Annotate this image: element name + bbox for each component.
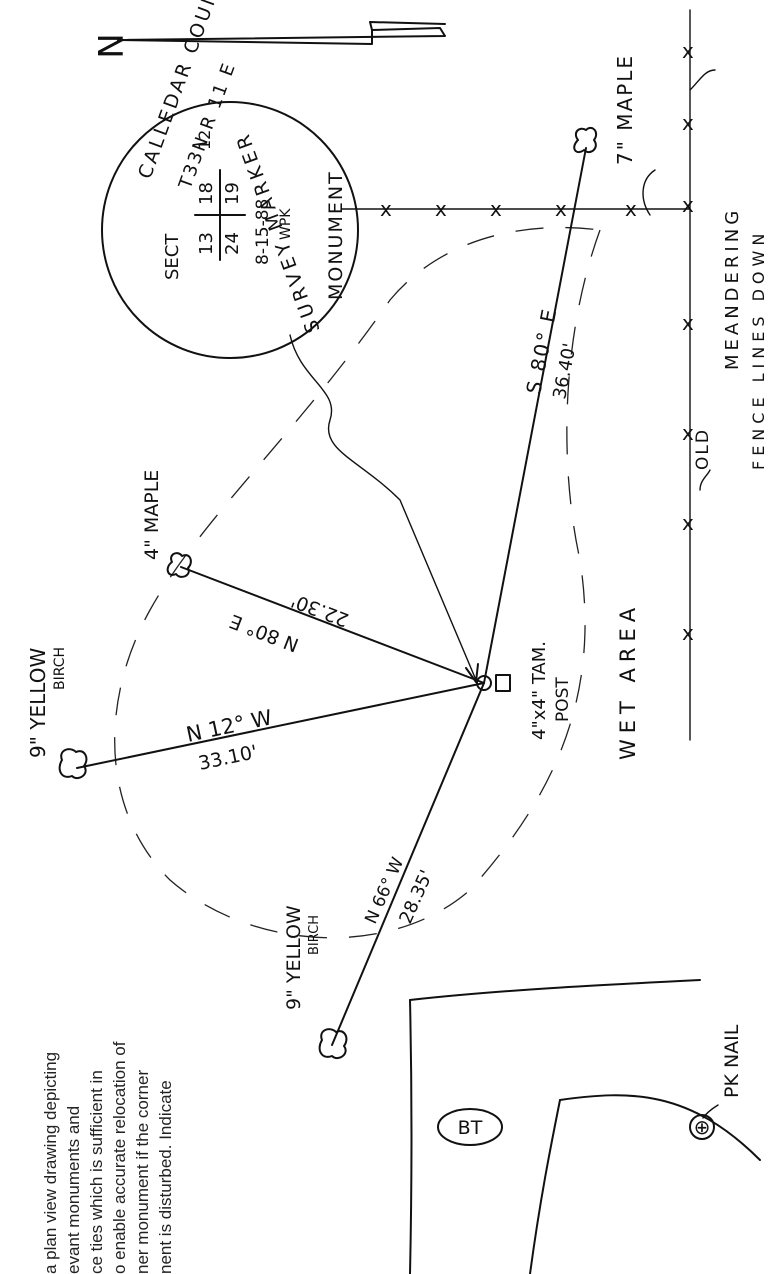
tree-4in-maple xyxy=(166,552,192,578)
tree-3-label: 9" YELLOW xyxy=(26,648,50,758)
tree-4-label-2: BIRCH xyxy=(307,915,322,955)
fence-line-cross: x x x x x xyxy=(341,197,691,221)
seal-sect-18: 18 xyxy=(196,182,217,205)
tie-1-distance: 36.40' xyxy=(549,342,580,401)
road-edge-left xyxy=(409,999,413,1274)
tree-9in-yellow-birch-1 xyxy=(58,748,88,780)
seal-sect-13: 13 xyxy=(196,232,217,255)
tree-7in-maple xyxy=(573,126,598,154)
svg-text:x: x xyxy=(490,197,502,221)
fence-note-3: FENCE LINES DOWN xyxy=(749,229,768,470)
pk-nail-label: PK NAIL xyxy=(721,1024,743,1098)
pk-nail-marker xyxy=(689,1114,715,1140)
tie-3-distance: 33.10' xyxy=(196,741,259,775)
bt-marker xyxy=(437,1108,503,1146)
north-label: N xyxy=(89,33,129,58)
post-label-2: POST xyxy=(553,677,573,722)
tie-lines xyxy=(76,147,587,1046)
seal-date: 8-15-88 xyxy=(253,199,273,265)
wet-area-boundary xyxy=(114,226,601,939)
tree-9in-yellow-birch-2 xyxy=(318,1028,348,1060)
seal-sect-24: 24 xyxy=(222,232,243,255)
svg-text:x: x xyxy=(682,311,694,335)
seal-initials: WPK xyxy=(278,208,294,240)
tree-3-label-2: BIRCH xyxy=(52,647,68,690)
svg-text:x: x xyxy=(380,197,392,221)
instruction-line-6: nent is disturbed. Indicate xyxy=(156,1080,175,1274)
fence-note-2: MEANDERING xyxy=(722,207,743,370)
svg-text:x: x xyxy=(555,197,567,221)
seal-range-12: 12 xyxy=(195,130,214,150)
instructions-block: a plan view drawing depicting evant monu… xyxy=(41,1041,175,1274)
tie-3-bearing: N 12° W xyxy=(184,705,274,747)
seal-sect-label: SECT xyxy=(162,233,183,280)
tam-post xyxy=(476,674,511,692)
seal-survey-marker: SURVEY MARKER xyxy=(231,128,325,336)
tree-2-label: 4" MAPLE xyxy=(141,470,163,560)
svg-text:x: x xyxy=(625,197,637,221)
fence-note-1: OLD xyxy=(693,428,713,470)
svg-text:x: x xyxy=(682,193,694,217)
instruction-line-2: evant monuments and xyxy=(64,1106,83,1274)
tree-1-label: 7" MAPLE xyxy=(613,54,637,165)
svg-text:x: x xyxy=(682,421,694,445)
instruction-line-3: ce ties which is sufficient in xyxy=(87,1070,106,1274)
seal-sect-19: 19 xyxy=(222,182,243,205)
pk-mark: ⊕ xyxy=(694,1115,711,1139)
svg-text:x: x xyxy=(682,511,694,535)
monument-label: MONUMENT xyxy=(325,170,347,300)
fence-line: x x x x x x x xyxy=(682,9,694,741)
road-edge-lower xyxy=(559,1094,761,1161)
road-edge-upper xyxy=(409,979,701,1001)
instruction-line-1: a plan view drawing depicting xyxy=(41,1052,60,1274)
tree-4-label: 9" YELLOW xyxy=(283,905,305,1010)
tie-2-distance: 22.30' xyxy=(288,589,352,631)
bt-label: BT xyxy=(458,1117,483,1139)
tie-2-bearing: N 80° E xyxy=(227,610,302,656)
road-edge-right xyxy=(529,1099,561,1274)
svg-text:x: x xyxy=(682,39,694,63)
monument-leader xyxy=(289,334,477,681)
survey-seal: CALLEDAR COUNTY T33N R 11 E 12 SECT 13 1… xyxy=(101,0,359,359)
svg-text:x: x xyxy=(435,197,447,221)
instruction-line-4: o enable accurate relocation of xyxy=(110,1041,129,1274)
svg-text:x: x xyxy=(682,111,694,135)
wet-area-label: WET AREA xyxy=(616,602,640,760)
svg-text:x: x xyxy=(682,621,694,645)
post-label-1: 4"x4" TAM. xyxy=(529,641,550,740)
instruction-line-5: ner monument if the corner xyxy=(133,1070,152,1274)
north-arrow: N xyxy=(89,21,446,59)
